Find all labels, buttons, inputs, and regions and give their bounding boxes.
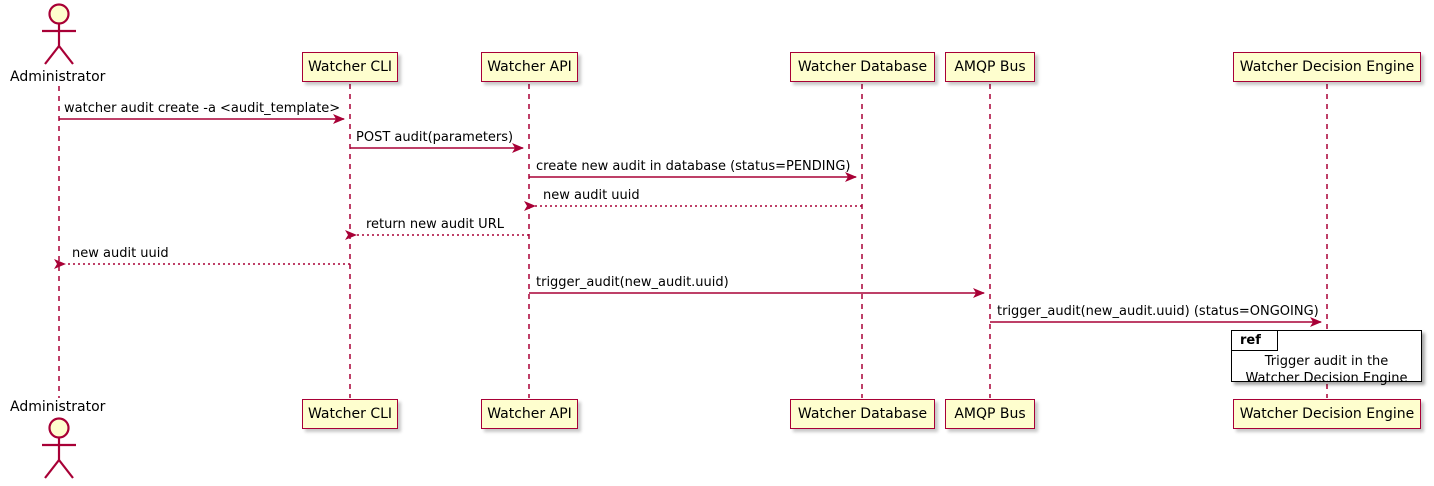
participant-label: Watcher Database — [797, 59, 928, 75]
actor-administrator-bottom — [42, 417, 76, 479]
message-arrows — [54, 114, 1322, 327]
participant-label: Watcher Database — [797, 406, 928, 422]
participant-label: Watcher API — [487, 406, 572, 422]
message-label-new-audit-uuid-db: new audit uuid — [543, 188, 640, 203]
participant-label: AMQP Bus — [954, 406, 1026, 422]
participant-label: Watcher Decision Engine — [1239, 406, 1415, 422]
message-label-create-new-audit: create new audit in database (status=PEN… — [536, 159, 851, 174]
participant-box-amqp-bus-bottom[interactable]: AMQP Bus — [945, 399, 1035, 429]
participant-box-watcher-cli-bottom[interactable]: Watcher CLI — [302, 399, 398, 429]
participant-label: Watcher Decision Engine — [1239, 59, 1415, 75]
actor-label-administrator-bottom: Administrator — [10, 399, 106, 415]
participant-label: Watcher API — [487, 59, 572, 75]
participant-box-watcher-api-top[interactable]: Watcher API — [481, 52, 578, 82]
participant-box-watcher-cli-top[interactable]: Watcher CLI — [302, 52, 398, 82]
participant-box-watcher-api-bottom[interactable]: Watcher API — [481, 399, 578, 429]
message-label-new-audit-uuid-cli: new audit uuid — [72, 246, 169, 261]
participant-label: Watcher CLI — [307, 406, 393, 422]
participant-label: Watcher CLI — [307, 59, 393, 75]
participant-box-watcher-database-bottom[interactable]: Watcher Database — [790, 399, 935, 429]
ref-fragment: ref Trigger audit in the Watcher Decisio… — [1231, 330, 1422, 386]
message-label-return-new-audit-url: return new audit URL — [366, 217, 504, 232]
actor-head-icon — [48, 3, 70, 25]
participant-box-amqp-bus-top[interactable]: AMQP Bus — [945, 52, 1035, 82]
actor-label-administrator-top: Administrator — [10, 69, 106, 85]
message-label-trigger-audit-amqp: trigger_audit(new_audit.uuid) — [536, 275, 729, 290]
actor-administrator-top — [42, 3, 76, 65]
participant-box-watcher-database-top[interactable]: Watcher Database — [790, 52, 935, 82]
message-label-trigger-audit-engine: trigger_audit(new_audit.uuid) (status=ON… — [997, 304, 1319, 319]
participant-box-watcher-decision-engine-top[interactable]: Watcher Decision Engine — [1233, 52, 1421, 82]
participant-box-watcher-decision-engine-bottom[interactable]: Watcher Decision Engine — [1233, 399, 1421, 429]
message-label-post-audit: POST audit(parameters) — [356, 130, 514, 145]
ref-fragment-tab: ref — [1232, 331, 1278, 351]
ref-fragment-body: Trigger audit in the Watcher Decision En… — [1232, 353, 1421, 387]
lifelines — [58, 84, 1328, 398]
message-label-watcher-audit-create: watcher audit create -a <audit_template> — [64, 101, 341, 116]
participant-label: AMQP Bus — [954, 59, 1026, 75]
ref-fragment-line-1: Trigger audit in the — [1264, 354, 1389, 369]
ref-fragment-tab-label: ref — [1240, 333, 1261, 348]
actor-head-icon — [48, 417, 70, 439]
ref-fragment-line-2: Watcher Decision Engine — [1245, 371, 1408, 386]
